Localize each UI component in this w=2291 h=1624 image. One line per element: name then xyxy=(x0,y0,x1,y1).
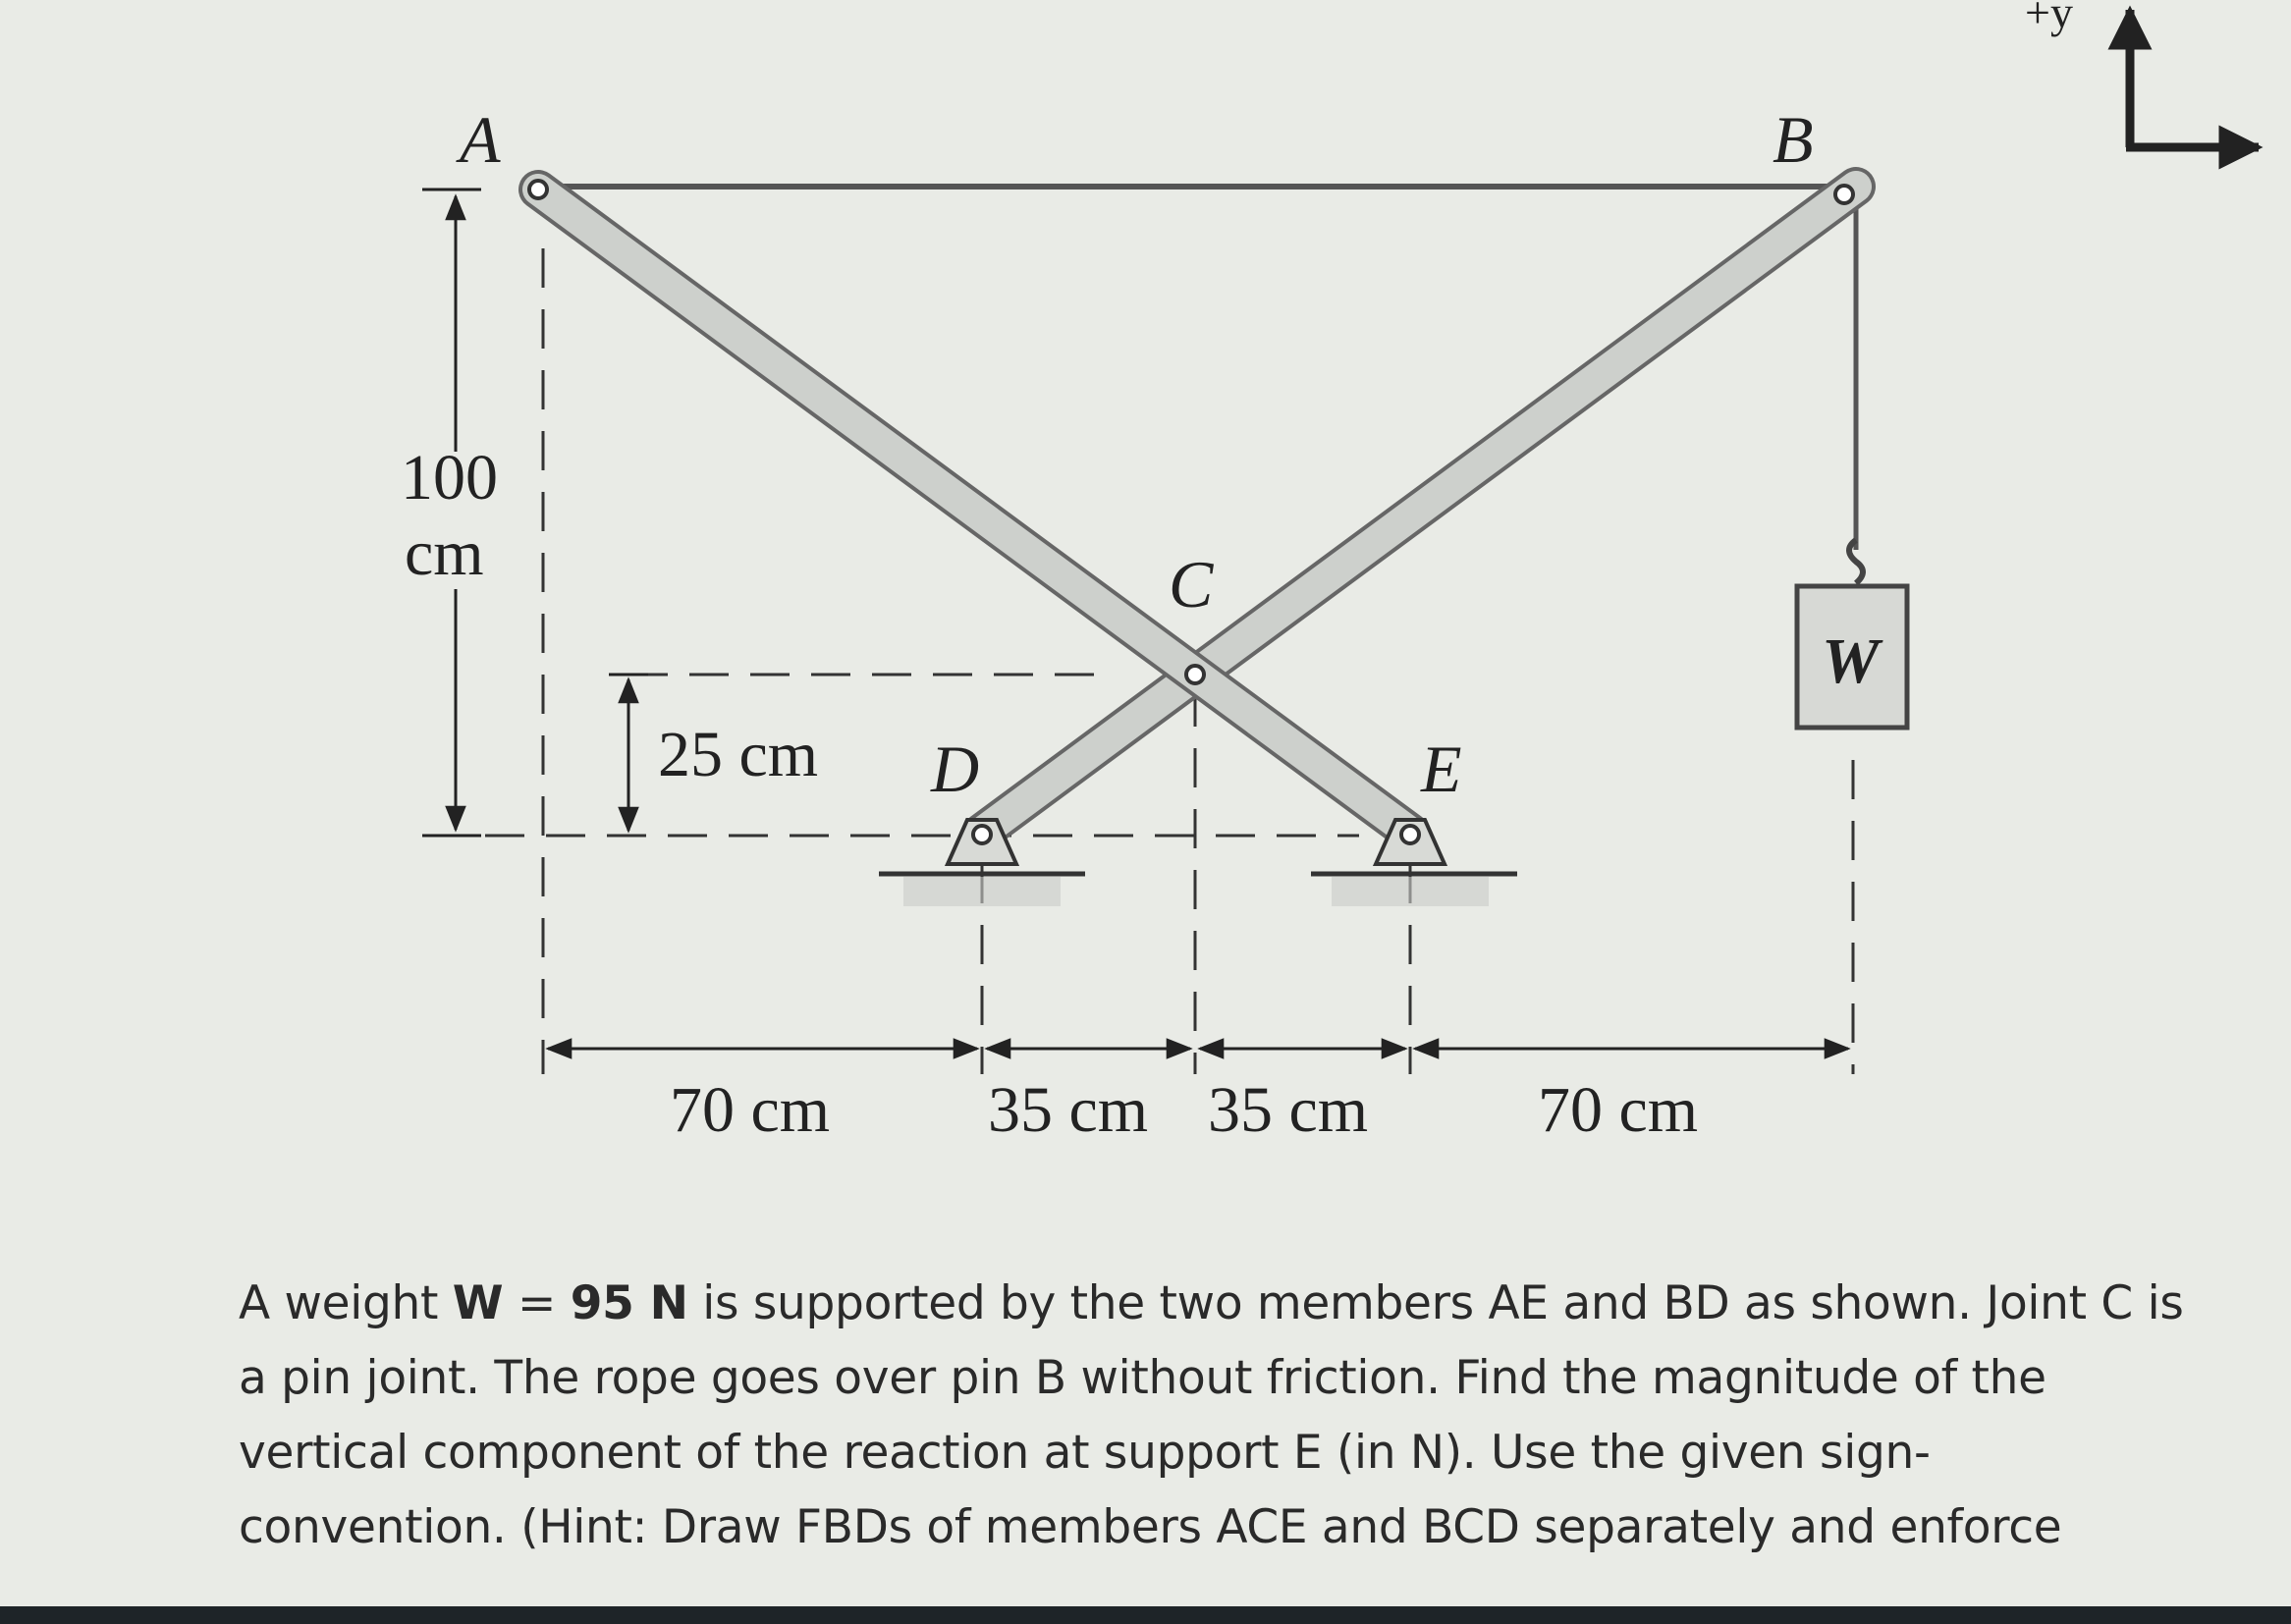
lower-height-label: 25 cm xyxy=(658,719,818,790)
span-4-label: 70 cm xyxy=(1538,1074,1698,1146)
problem-text-w: W xyxy=(452,1276,504,1330)
pin-a xyxy=(527,179,549,200)
label-a: A xyxy=(456,102,501,177)
span-3-label: 35 cm xyxy=(1208,1074,1368,1146)
label-w: W xyxy=(1822,625,1883,697)
rope xyxy=(538,184,1859,550)
label-e: E xyxy=(1420,731,1462,806)
problem-text-1: A weight xyxy=(239,1276,453,1330)
dashed-guides xyxy=(424,248,1855,1074)
axis-label: +y xyxy=(2025,0,2073,37)
support-e xyxy=(1311,818,1517,906)
member-ae xyxy=(518,170,1430,852)
member-bd xyxy=(962,167,1876,852)
problem-statement: A weight W = 95 N is supported by the tw… xyxy=(239,1267,2193,1565)
screen-bottom-bar xyxy=(0,1606,2291,1624)
height-unit: cm xyxy=(405,517,484,589)
dimension-lines xyxy=(422,188,1851,1059)
height-value: 100 xyxy=(401,442,498,514)
weight-block xyxy=(1794,537,1910,731)
pin-c xyxy=(1184,664,1206,685)
span-1-label: 70 cm xyxy=(670,1074,830,1146)
truss-diagram: +y xyxy=(401,0,2264,1146)
support-d xyxy=(879,818,1085,906)
problem-text-value: 95 N xyxy=(570,1276,688,1330)
span-2-label: 35 cm xyxy=(988,1074,1148,1146)
axes-icon xyxy=(2107,5,2264,170)
pin-b xyxy=(1833,184,1855,205)
problem-text-eq: = xyxy=(503,1276,571,1330)
problem-text-rest: is supported by the two members AE and B… xyxy=(239,1276,2184,1554)
label-d: D xyxy=(930,731,979,806)
label-c: C xyxy=(1169,547,1214,622)
label-b: B xyxy=(1773,102,1814,177)
